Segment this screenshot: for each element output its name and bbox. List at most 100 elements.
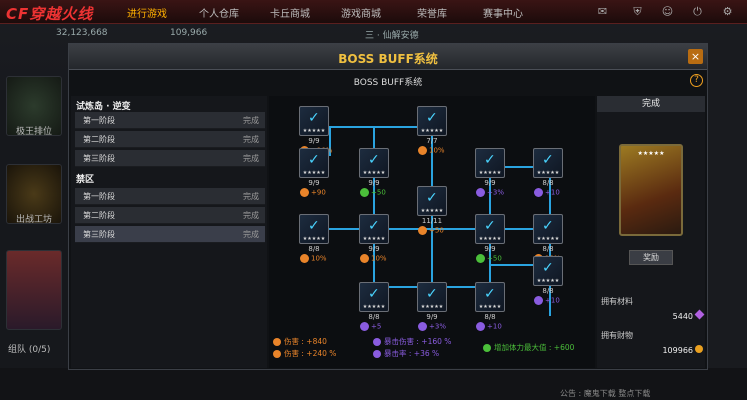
stat-icon — [373, 338, 381, 346]
buff-node[interactable]: ✓★★★★★ — [359, 282, 389, 312]
stars-icon: ★★★★★ — [302, 128, 326, 134]
node-buff: +50 — [418, 226, 444, 235]
buff-node[interactable]: ✓★★★★★ — [299, 106, 329, 136]
stage-item[interactable]: 第二阶段完成 — [75, 207, 265, 224]
squad-label: 组队 (0/5) — [8, 345, 51, 355]
tree-link — [549, 296, 551, 316]
node-buff: +50 — [360, 188, 386, 197]
buff-summary-text: 伤害 : +840 — [284, 337, 327, 346]
node-count: 9/9 — [368, 179, 380, 187]
wealth-value: 109966 — [662, 346, 693, 355]
stage-list: 试炼岛 · 逆变 第一阶段完成 第二阶段完成 第三阶段完成 禁区 第一阶段完成 … — [71, 96, 267, 368]
workshop-icon[interactable] — [6, 164, 62, 224]
node-buff: 10% — [418, 146, 445, 155]
node-buff: +10 — [534, 188, 560, 197]
friends-icon[interactable]: ☺ — [661, 5, 674, 18]
stage-item[interactable]: 第三阶段完成 — [75, 150, 265, 167]
buff-icon — [418, 146, 427, 155]
stars-icon: ★★★★★ — [478, 236, 502, 242]
tab-play[interactable]: 进行游戏 — [127, 9, 167, 20]
node-buff-value: +5 — [371, 322, 382, 331]
stage-item-selected[interactable]: 第三阶段完成 — [75, 226, 265, 243]
buff-node[interactable]: ✓★★★★★ — [475, 148, 505, 178]
node-buff-value: +90 — [311, 188, 326, 197]
dialog-title: BOSS BUFF系统 — [338, 52, 438, 66]
buff-icon — [476, 188, 485, 197]
stars-icon: ★★★★★ — [362, 304, 386, 310]
gear-icon[interactable]: ⚙ — [722, 5, 733, 18]
bottom-notice: 公告 : 魔鬼下载 整点下载 — [560, 389, 651, 398]
shield-icon[interactable]: ⛨ — [633, 5, 642, 18]
check-icon: ✓ — [484, 152, 496, 168]
node-count: 8/8 — [368, 313, 380, 321]
stage-item[interactable]: 第二阶段完成 — [75, 131, 265, 148]
tab-game-shop[interactable]: 游戏商城 — [341, 9, 381, 20]
reward-button[interactable]: 奖励 — [629, 250, 673, 265]
stage-item[interactable]: 第一阶段完成 — [75, 112, 265, 129]
stars-icon: ★★★★★ — [420, 208, 444, 214]
node-count: 9/9 — [308, 137, 320, 145]
card-stars-icon: ★★★★★ — [637, 150, 665, 157]
buff-icon — [300, 188, 309, 197]
node-count: 11/11 — [421, 217, 443, 225]
coin-icon — [695, 345, 703, 353]
buff-node[interactable]: ✓★★★★★ — [533, 256, 563, 286]
stars-icon: ★★★★★ — [536, 236, 560, 242]
check-icon: ✓ — [426, 190, 438, 206]
node-count: 8/8 — [542, 245, 554, 253]
buff-summary-item: 增加体力最大值 : +600 — [483, 342, 574, 353]
buff-node[interactable]: ✓★★★★★ — [299, 148, 329, 178]
stars-icon: ★★★★★ — [302, 170, 326, 176]
mail-icon[interactable]: ✉ — [597, 5, 608, 18]
stars-icon: ★★★★★ — [420, 128, 444, 134]
buff-node[interactable]: ✓ ★★★★★ — [417, 186, 447, 216]
ranked-badge-icon[interactable] — [6, 76, 62, 136]
help-icon[interactable]: ? — [690, 74, 703, 87]
node-buff-value: 10% — [429, 146, 445, 155]
top-nav-bar: CF穿越火线 进行游戏 个人仓库 卡丘商城 游戏商城 荣誉库 赛事中心 ✉ ⛨ … — [0, 0, 747, 24]
buff-node[interactable]: ✓★★★★★ — [475, 282, 505, 312]
buff-icon — [360, 188, 369, 197]
node-buff: +90 — [300, 188, 326, 197]
tab-inventory[interactable]: 个人仓库 — [199, 9, 239, 20]
buff-node[interactable]: ✓★★★★★ — [299, 214, 329, 244]
stars-icon: ★★★★★ — [536, 278, 560, 284]
node-buff-value: +3% — [429, 322, 446, 331]
ranked-label: 极王排位 — [15, 127, 52, 137]
buff-node[interactable]: ✓★★★★★ — [359, 148, 389, 178]
stat-icon — [273, 338, 281, 346]
stage-item[interactable]: 第一阶段完成 — [75, 188, 265, 205]
workshop-label: 出战工坊 — [15, 215, 52, 225]
stars-icon: ★★★★★ — [302, 236, 326, 242]
node-buff: +3% — [476, 188, 504, 197]
buff-node[interactable]: ✓ ★★★★★ — [475, 214, 505, 244]
tree-link — [313, 228, 551, 230]
buff-icon — [360, 322, 369, 331]
buff-node[interactable]: ✓★★★★★ — [533, 148, 563, 178]
node-count: 9/9 — [368, 245, 380, 253]
tab-events[interactable]: 赛事中心 — [483, 9, 523, 20]
power-icon[interactable]: ⏻ — [693, 5, 702, 18]
buff-icon — [476, 254, 485, 263]
buff-node[interactable]: ✓★★★★★ — [417, 282, 447, 312]
node-count: 8/8 — [542, 287, 554, 295]
node-buff: +10 — [476, 322, 502, 331]
tree-link — [373, 126, 375, 286]
node-buff-value: +10 — [545, 296, 560, 305]
close-button[interactable]: × — [688, 49, 703, 64]
tab-honor[interactable]: 荣誉库 — [417, 9, 447, 20]
cf-points: 109,966 — [170, 28, 208, 38]
buff-summary-text: 暴击率 : +36 % — [384, 349, 440, 358]
character-promo-image[interactable] — [6, 250, 62, 330]
node-buff: 10% — [300, 254, 327, 263]
buff-tree: ✓★★★★★9/9+10%✓★★★★★7/710%✓★★★★★9/9+90✓★★… — [269, 96, 595, 368]
tab-kachu-shop[interactable]: 卡丘商城 — [270, 9, 310, 20]
buff-node[interactable]: ✓★★★★★ — [417, 106, 447, 136]
check-icon: ✓ — [484, 218, 496, 234]
buff-node[interactable]: ✓★★★★★ — [359, 214, 389, 244]
node-count: 9/9 — [426, 313, 438, 321]
stars-icon: ★★★★★ — [478, 304, 502, 310]
right-side-strip — [708, 40, 747, 370]
tree-link — [313, 126, 431, 128]
buff-node[interactable]: ✓★★★★★ — [533, 214, 563, 244]
